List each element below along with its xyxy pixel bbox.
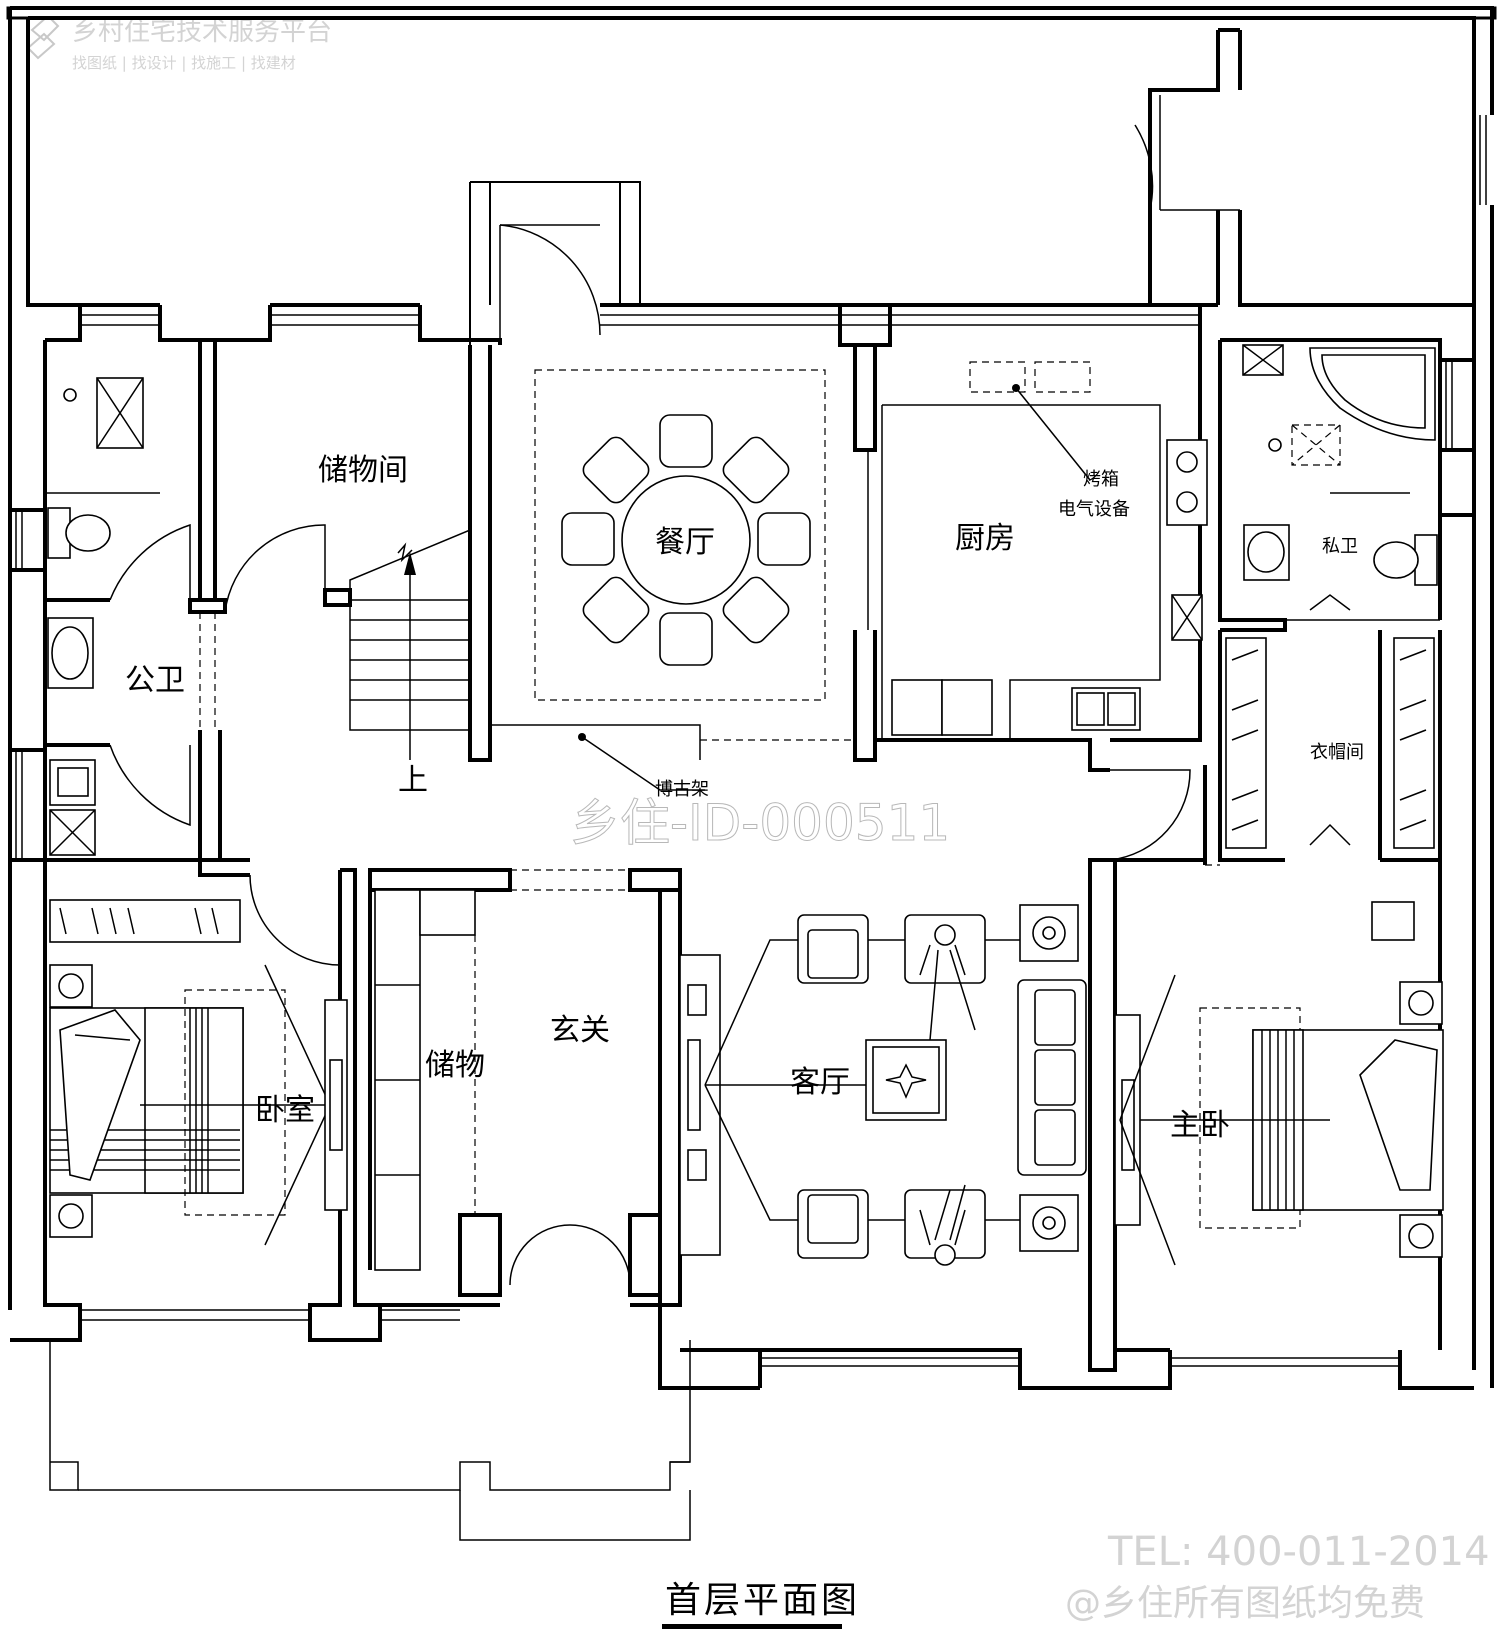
master-bedroom-furniture [1114,901,1444,1266]
bedroom-furniture [49,899,348,1246]
floor-drain-icon [1268,438,1282,452]
sofa [1017,979,1087,1176]
living-furniture [679,904,1087,1266]
washbasin-icon [47,617,94,689]
label-bedroom: 卧室 [255,1093,315,1128]
bathtub-icon [1309,347,1436,441]
annotation-oven: 烤箱 [1083,469,1119,490]
armchair-icon [797,914,986,1259]
annotations: 烤箱 电气设备 博古架 上 [398,469,1130,800]
tv-cabinet-icon [324,999,348,1211]
cabinet-icon [891,679,993,736]
range-hood-icon [1171,594,1203,641]
staircase [349,528,471,760]
foyer-furniture [374,889,476,1271]
label-dining: 餐厅 [655,525,715,560]
annotation-electrical: 电气设备 [1058,499,1130,520]
drawing-title: 首层平面图 [662,1580,860,1629]
brand-logo: 乡村住宅技术服务平台 找图纸 | 找设计 | 找施工 | 找建材 [26,14,332,72]
wardrobe [49,899,241,943]
label-foyer: 玄关 [550,1013,610,1048]
round-table [621,475,751,605]
logo-mark-icon [26,14,60,60]
label-master-bedroom: 主卧 [1170,1108,1230,1143]
door-swings [109,523,1351,1286]
washing-machine-icon [49,759,96,856]
public-bath-fixtures [47,377,144,856]
watermark-note: @乡住所有图纸均免费 [1065,1583,1425,1624]
nightstand-icon [49,964,93,1238]
tv-cabinet-icon [679,954,721,1256]
wardrobe-racks [1225,637,1435,849]
label-kitchen: 厨房 [955,521,1015,556]
brand-tagline: 找图纸 | 找设计 | 找施工 | 找建材 [72,54,296,72]
coffee-table [865,1039,947,1121]
kitchen-fixtures [881,361,1208,740]
watermark-id: 乡住-ID-000511 [570,794,950,852]
private-bath-fixtures [1242,344,1438,586]
north-porch [469,181,641,345]
floor-drain-icon [63,388,77,402]
dining-chair-icon [561,414,811,666]
brand-name: 乡村住宅技术服务平台 [72,17,332,47]
annotation-stair-up: 上 [398,763,428,798]
cooktop-icon [1166,439,1208,526]
room-labels: 储物间 餐厅 厨房 公卫 私卫 衣帽间 卧室 储物 玄关 客厅 主卧 [125,453,1364,1143]
label-storage-room: 储物间 [318,453,408,488]
bed [49,1007,244,1194]
label-cloakroom: 衣帽间 [1310,742,1364,763]
dining-set [490,369,826,760]
dashed-openings [199,612,1220,891]
tv-cabinet-icon [1114,1014,1141,1226]
annotation-curio-shelf: 博古架 [655,779,709,800]
toilet-icon [1373,534,1438,586]
watermark-tel: TEL: 400-011-2014 [1107,1529,1490,1575]
front-porch [49,1340,691,1541]
label-living: 客厅 [790,1065,850,1100]
nightstand-icon [1399,981,1443,1258]
sink-icon [1071,687,1141,731]
person-icon [919,924,976,1266]
washbasin-icon [1243,524,1290,581]
label-private-bath: 私卫 [1322,536,1358,557]
compass-rose-icon [885,1063,927,1099]
stair-arrow-icon [404,552,416,575]
side-lamp-icon [1019,904,1079,1252]
plan-title: 首层平面图 [665,1580,860,1621]
north-wall [28,303,1202,345]
toilet-icon [47,507,111,559]
label-public-bath: 公卫 [125,663,185,698]
label-storage: 储物 [425,1048,485,1083]
annex-walls [1134,28,1474,307]
